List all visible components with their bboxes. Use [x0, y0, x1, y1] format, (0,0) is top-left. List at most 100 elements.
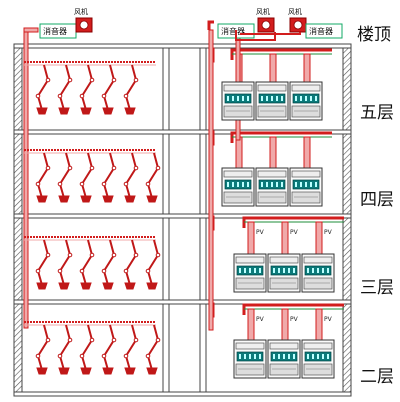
arm-joint: [89, 337, 95, 343]
cabinet-base: [269, 277, 299, 290]
cabinet-duct-main: [242, 303, 344, 315]
muffler-label: 消音器: [221, 26, 245, 36]
cabinet-duct-drop: [315, 221, 323, 255]
arm-hood: [124, 367, 136, 375]
screen-digit: [327, 354, 329, 359]
arm-hood: [102, 195, 114, 203]
exhaust-arm: [124, 324, 138, 371]
screen-digit: [283, 354, 285, 359]
screen-digit: [310, 182, 312, 187]
cabinet-base: [269, 363, 299, 376]
screen-digit: [295, 182, 297, 187]
screen-digit: [259, 354, 261, 359]
right-main-riser: [208, 29, 214, 331]
cabinet-top-panel: [291, 170, 321, 178]
screen-digit: [273, 268, 275, 273]
exhaust-arm: [80, 324, 94, 371]
arm-joint: [123, 268, 129, 274]
screen-digit: [312, 268, 314, 273]
fan-impeller-icon: [79, 20, 89, 30]
pv-label: PV: [290, 229, 299, 236]
screen-digit: [249, 354, 251, 359]
arm-joint: [79, 93, 85, 99]
arm-joint: [111, 337, 117, 343]
screen-digit: [276, 96, 278, 101]
exhaust-arm: [102, 64, 116, 111]
outer-wall-right: [342, 43, 352, 397]
screen-digit: [247, 182, 249, 187]
arm-joint: [45, 252, 51, 258]
screen-digit: [281, 96, 283, 101]
screen-digit: [278, 268, 280, 273]
roof-duct: [23, 27, 39, 33]
fan-label: 风机: [288, 7, 302, 16]
screen-digit: [307, 268, 309, 273]
cabinet-top-panel: [291, 84, 321, 92]
exhaust-arm: [146, 152, 160, 199]
outer-wall-left: [13, 43, 23, 397]
exhaust-arm: [80, 152, 94, 199]
exhaust-arm: [102, 152, 116, 199]
exhaust-arm: [58, 324, 72, 371]
arm-joint: [111, 165, 117, 171]
left-main-riser: [23, 29, 29, 329]
exhaust-arm: [58, 239, 72, 286]
arm-joint: [123, 93, 129, 99]
arm-joint: [145, 181, 151, 187]
arm-hood: [58, 367, 70, 375]
cabinet-top-panel: [257, 170, 287, 178]
arm-joint: [89, 252, 95, 258]
screen-digit: [266, 182, 268, 187]
arm-hood: [124, 107, 136, 115]
cabinet-duct-drop: [281, 221, 289, 255]
arm-hood: [102, 367, 114, 375]
central-column-right: [199, 43, 207, 397]
cabinet-duct-drop: [281, 308, 289, 341]
roof-duct: [207, 20, 214, 30]
screen-digit: [242, 182, 244, 187]
arm-joint: [67, 77, 73, 83]
cabinet-base: [291, 191, 321, 204]
screen-digit: [261, 182, 263, 187]
cabinet-top-panel: [223, 170, 253, 178]
arm-joint: [133, 77, 139, 83]
cabinet-duct-drop: [247, 221, 255, 255]
screen-digit: [227, 96, 229, 101]
cabinet-duct-drop: [315, 308, 323, 341]
cabinet-top-panel: [269, 342, 299, 350]
screen-digit: [232, 182, 234, 187]
screen-digit: [327, 268, 329, 273]
screen-digit: [254, 354, 256, 359]
screen-digit: [232, 96, 234, 101]
arm-joint: [57, 353, 63, 359]
screen-digit: [249, 268, 251, 273]
pv-label: PV: [256, 229, 265, 236]
arm-joint: [57, 93, 63, 99]
equipment-cabinet-group: [221, 81, 335, 379]
cabinet-base: [303, 363, 333, 376]
exhaust-arm: [36, 239, 50, 286]
roof-duct: [235, 30, 276, 41]
muffler-label: 消音器: [43, 26, 67, 36]
arm-hood: [80, 367, 92, 375]
screen-digit: [322, 354, 324, 359]
arm-joint: [57, 181, 63, 187]
exhaust-arm: [80, 64, 94, 111]
arm-joint: [35, 353, 41, 359]
arm-hood: [146, 367, 158, 375]
arm-hood: [80, 282, 92, 290]
screen-digit: [247, 96, 249, 101]
central-column-left: [162, 43, 170, 397]
arm-joint: [35, 181, 41, 187]
pv-label: PV: [256, 316, 265, 323]
arm-hood: [124, 195, 136, 203]
arm-joint: [155, 337, 161, 343]
screen-digit: [293, 354, 295, 359]
exhaust-arm: [146, 239, 160, 286]
floor-slab: [13, 213, 352, 219]
exhaust-arm: [124, 152, 138, 199]
arm-hood: [36, 195, 48, 203]
cabinet-top-panel: [303, 342, 333, 350]
arm-hood: [36, 107, 48, 115]
